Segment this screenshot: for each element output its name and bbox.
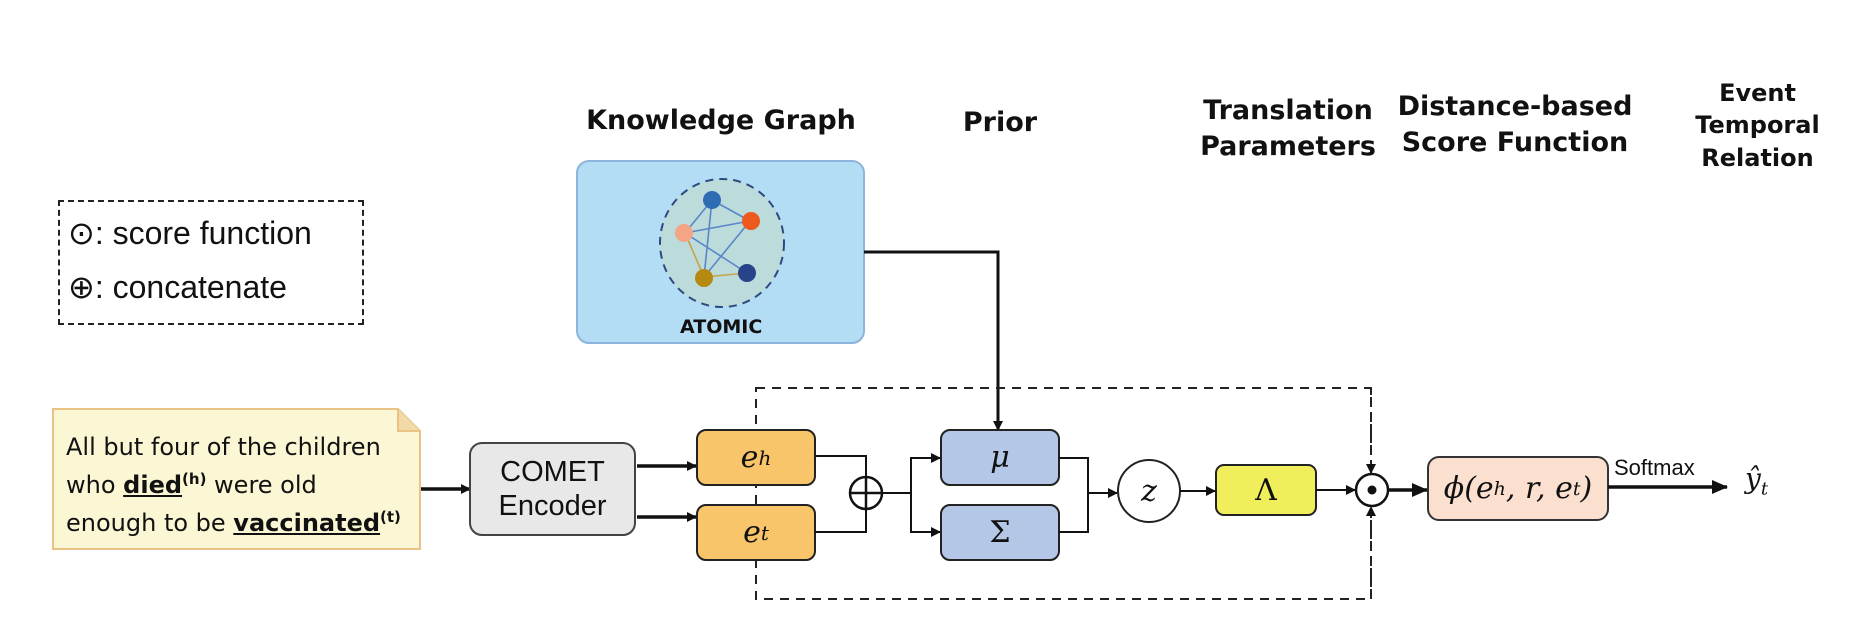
kg-node-gold <box>695 269 713 287</box>
header-translation-line2: Parameters <box>1200 131 1376 163</box>
legend-score-row: ⊙: score function <box>68 214 312 252</box>
header-event-line2: Temporal <box>1695 111 1820 140</box>
et-sub: t <box>760 520 769 545</box>
tail-event-word: vaccinated <box>233 509 381 537</box>
yhat-sub: t <box>1760 478 1769 500</box>
phi-sub-t: t <box>1572 477 1581 500</box>
phi-part2: , r, e <box>1505 471 1573 506</box>
concat-to-mu-arrow <box>910 453 941 493</box>
et-base: e <box>743 515 761 550</box>
kg-node-peach <box>675 224 693 242</box>
sentence-line2-pre: who <box>66 471 124 499</box>
output-yhat: ŷt <box>1745 462 1768 500</box>
concat-to-sigma-arrow <box>910 493 941 537</box>
phi-sub-h: h <box>1493 477 1506 500</box>
phi-part3: ) <box>1580 471 1593 506</box>
legend-concat-row: ⊕: concatenate <box>68 268 287 306</box>
note-fold <box>397 409 420 432</box>
sentence-line2-post: were old <box>206 471 317 499</box>
eh-base: e <box>740 440 759 475</box>
atomic-label: ATOMIC <box>680 316 763 338</box>
header-translation-line1: Translation <box>1203 95 1373 126</box>
score-function-symbol: ⊙ <box>68 215 95 251</box>
legend-concat-text: : concatenate <box>94 269 287 305</box>
header-distance-line2: Score Function <box>1401 127 1629 159</box>
kg-node-blue <box>703 191 721 209</box>
head-event-word: died <box>123 471 183 499</box>
header-distance-line1: Distance-based <box>1397 91 1633 122</box>
header-translation-parameters: Translation Parameters <box>1188 93 1388 166</box>
sentence-line3-pre: enough to be <box>66 509 234 537</box>
kg-to-prior-arrow <box>864 250 1003 431</box>
sentence-line1: All but four of the children <box>66 433 381 461</box>
lambda-label: Λ <box>1255 472 1277 508</box>
encoder-line1: COMET <box>500 456 605 488</box>
header-event-line3: Relation <box>1701 143 1814 172</box>
concatenate-symbol: ⊕ <box>68 269 95 305</box>
comet-encoder-box <box>469 442 636 536</box>
kg-node-navy <box>738 264 756 282</box>
sentence-line2: who died(h) were old <box>66 466 401 504</box>
header-prior: Prior <box>962 107 1038 138</box>
encoder-line2: Encoder <box>498 490 607 522</box>
comet-encoder-label: COMET Encoder <box>470 443 635 535</box>
eh-box <box>696 429 816 486</box>
input-sentence: All but four of the children who died(h)… <box>66 428 401 542</box>
eh-sub: h <box>758 445 772 470</box>
sigma-label: Σ <box>989 515 1011 550</box>
tail-marker: (t) <box>380 508 401 526</box>
legend-score-text: : score function <box>94 215 312 251</box>
yhat-base: ŷ <box>1745 462 1761 495</box>
softmax-label: Softmax <box>1614 455 1695 480</box>
kg-node-orange <box>742 212 760 230</box>
kg-circle <box>659 178 785 308</box>
sentence-line3: enough to be vaccinated(t) <box>66 504 401 542</box>
et-to-concat-line <box>815 508 867 533</box>
header-distance-score-function: Distance-based Score Function <box>1395 89 1635 162</box>
mu-to-z-line <box>1059 457 1089 533</box>
phi-part1: ϕ(e <box>1443 471 1494 506</box>
header-event-temporal-relation: Event Temporal Relation <box>1690 77 1825 174</box>
eh-to-concat-line <box>815 455 867 478</box>
sentence-note <box>52 408 421 550</box>
score-operator-dot <box>1367 485 1377 495</box>
z-label: z <box>1141 473 1157 509</box>
head-marker: (h) <box>182 470 207 488</box>
header-event-line1: Event <box>1719 79 1796 107</box>
header-knowledge-graph: Knowledge Graph <box>586 105 856 136</box>
legend: ⊙: score function ⊕: concatenate <box>58 200 364 325</box>
mu-label: μ <box>990 440 1010 475</box>
